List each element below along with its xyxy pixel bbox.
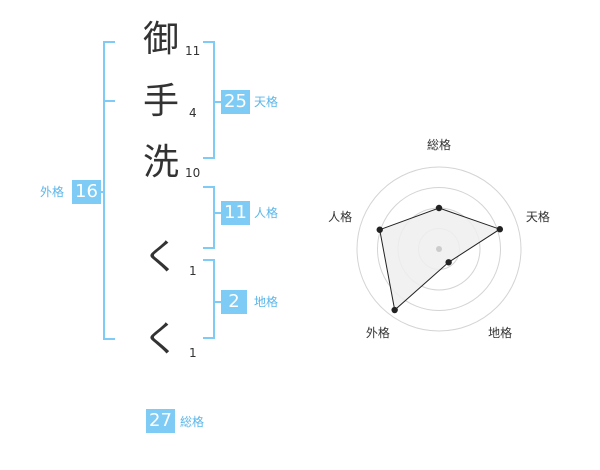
chikaku-value: 2 (221, 290, 247, 314)
soukaku-value: 27 (146, 409, 175, 433)
tenkaku-bracket (203, 41, 215, 159)
jinkaku-label: 人格 (254, 206, 279, 220)
name-char-1: 御 (142, 19, 179, 60)
radar-axis-label: 地格 (488, 325, 512, 340)
tenkaku-connector (213, 101, 221, 103)
radar-point (496, 226, 504, 233)
radar-axis-label: 総格 (427, 137, 451, 152)
name-char-2: 手 (142, 81, 179, 122)
gaikaku-value: 16 (72, 180, 101, 204)
radar-point (376, 226, 383, 233)
stroke-count-5: 1 (189, 346, 197, 360)
radar-ring (356, 166, 522, 332)
name-char-4: く (142, 237, 179, 278)
chikaku-label: 地格 (254, 295, 279, 309)
name-char-3: 洗 (142, 142, 179, 183)
radar-polygon (379, 207, 501, 311)
stroke-count-2: 4 (189, 106, 197, 120)
gaikaku-label: 外格 (40, 185, 65, 199)
tenkaku-value: 25 (221, 90, 250, 114)
radar-axis-label: 天格 (526, 209, 550, 224)
jinkaku-value: 11 (221, 201, 250, 225)
stroke-count-4: 1 (189, 264, 197, 278)
chikaku-bracket (203, 259, 215, 339)
name-char-5: く (142, 319, 179, 360)
radar-axis-label: 外格 (366, 325, 390, 340)
radar-center-dot (436, 246, 442, 252)
gaikaku-bracket-mid (103, 100, 115, 102)
radar-point (391, 306, 398, 314)
stroke-count-3: 10 (185, 166, 201, 180)
radar-point (445, 259, 452, 266)
soukaku-label: 総格 (180, 415, 205, 429)
tenkaku-label: 天格 (254, 95, 279, 109)
jinkaku-connector (213, 212, 221, 214)
radar-axis-label: 人格 (328, 209, 352, 224)
radar-point (435, 204, 443, 212)
stroke-count-1: 11 (185, 44, 201, 58)
gaikaku-bracket (103, 41, 115, 340)
jinkaku-bracket (203, 186, 215, 249)
chikaku-connector (213, 301, 221, 303)
radar-ring (377, 187, 501, 311)
